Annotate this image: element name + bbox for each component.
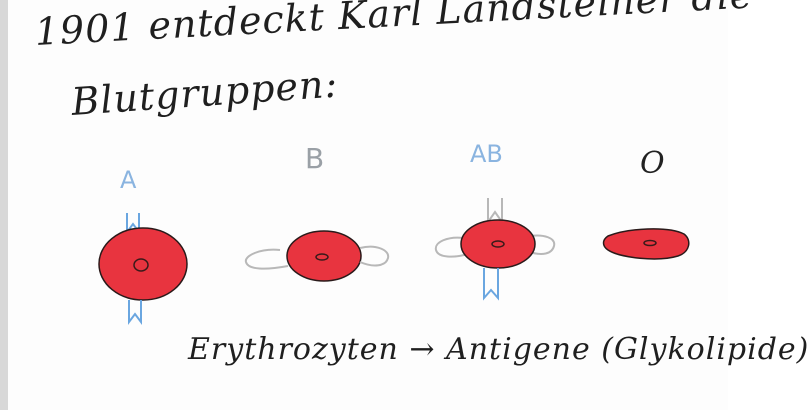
nucleus-b [315,253,329,261]
antigen-ab-top [487,198,503,226]
blood-cells-drawing [98,198,690,325]
antigen-ab-left [434,236,469,258]
antigen-a-bottom [128,300,142,325]
red-blood-cell-b [244,230,390,282]
cell-body-b [286,230,362,282]
nucleus-a [133,258,149,272]
red-blood-cell-ab [434,198,556,301]
whiteboard: 1901 entdeckt Karl Landsteiner die Blutg… [8,0,808,410]
antigen-ab-bottom [483,268,499,301]
antigen-ab-right [529,234,556,255]
blood-group-label-ab: AB [470,140,503,168]
cell-body-ab [460,219,536,269]
red-blood-cell-a [98,213,188,325]
nucleus-o [643,239,657,247]
blood-group-label-o: O [640,146,665,181]
antigen-a-top [126,213,140,235]
red-blood-cell-o [602,228,690,260]
antigen-b-left [244,248,289,270]
antigen-b-right [359,245,390,267]
cell-body-o [602,228,690,260]
blood-group-label-b: B [305,142,325,175]
cell-body-a [98,227,188,301]
bottom-annotation: Erythrozyten → Antigene (Glykolipide) [188,332,809,367]
nucleus-ab [491,240,505,248]
blood-group-label-a: A [120,166,137,194]
